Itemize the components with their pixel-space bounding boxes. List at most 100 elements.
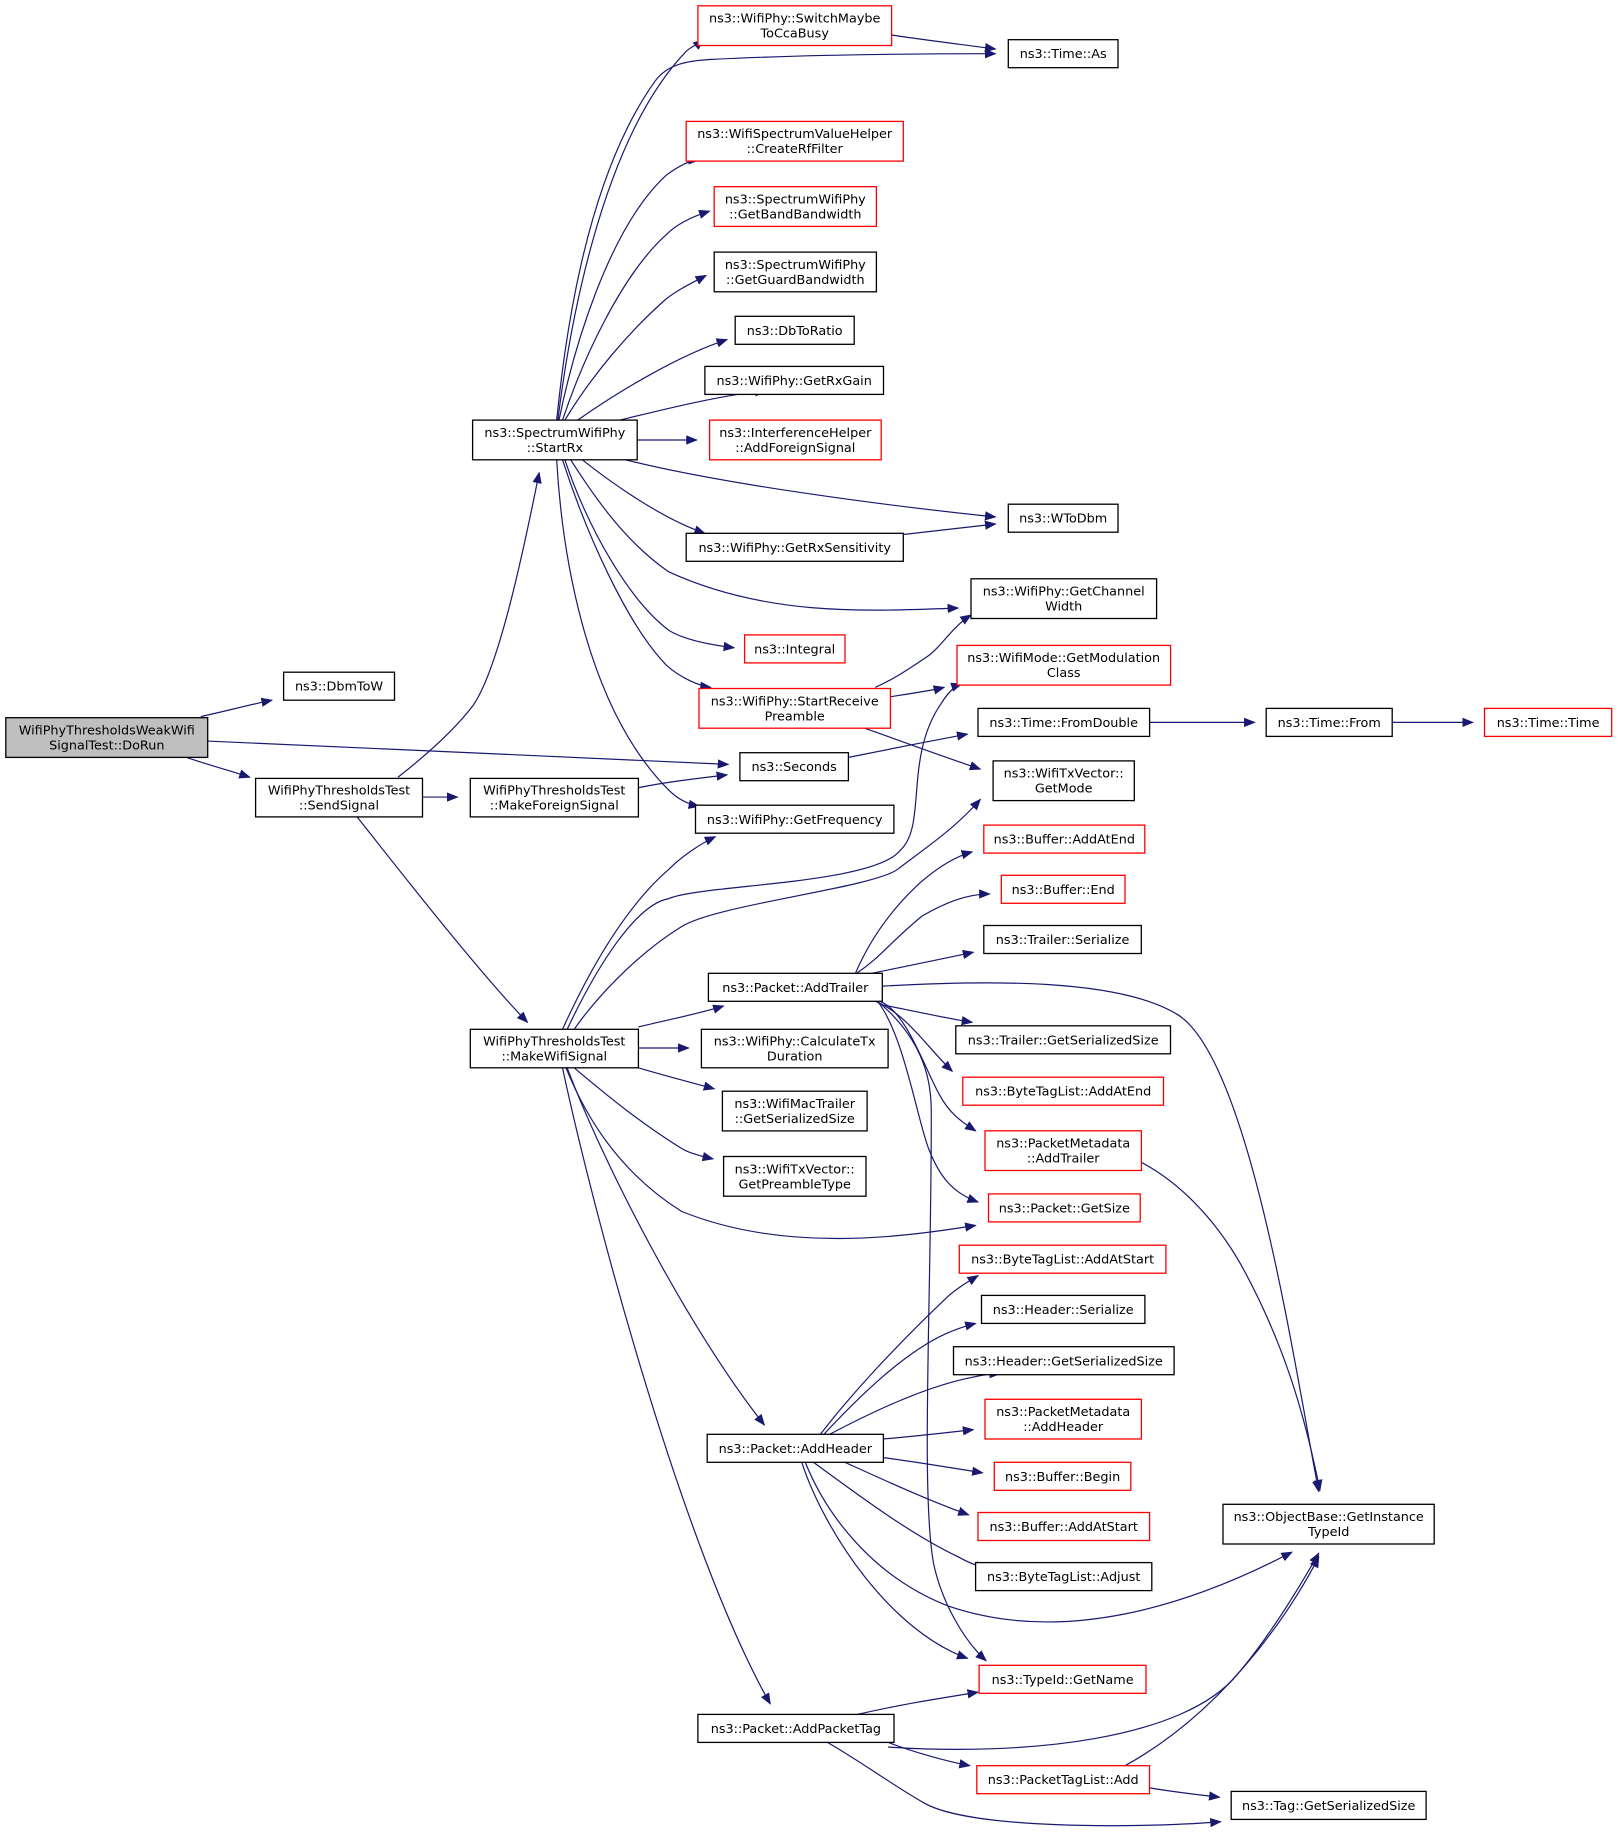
node-btlatstart[interactable]: ns3::ByteTagList::AddAtStart (958, 1244, 1167, 1274)
edge-addtrailer-to-typeidgetname (878, 1001, 988, 1662)
node-bufaddatstart[interactable]: ns3::Buffer::AddAtStart (977, 1511, 1151, 1542)
node-box (697, 5, 893, 47)
node-box (1000, 874, 1126, 904)
edge-startrx-to-timeas (557, 49, 997, 420)
node-pmaddtrailer[interactable]: ns3::PacketMetadata::AddTrailer (984, 1130, 1143, 1172)
edge-addheader-to-btlatstart (820, 1274, 979, 1435)
node-box (956, 644, 1172, 686)
node-makewifi[interactable]: WifiPhyThresholdsTest::MakeWifiSignal (469, 1028, 640, 1069)
node-seconds[interactable]: ns3::Seconds (739, 752, 850, 782)
node-getguardbw[interactable]: ns3::SpectrumWifiPhy::GetGuardBandwidth (713, 251, 878, 293)
edge-ptladd-to-getinstance (1125, 1555, 1319, 1766)
node-label-line: ns3::Time::Time (1497, 716, 1600, 731)
node-btladjust[interactable]: ns3::ByteTagList::Adjust (974, 1561, 1153, 1592)
node-startrx[interactable]: ns3::SpectrumWifiPhy::StartRx (471, 419, 638, 461)
node-label-line: ns3::Header::Serialize (993, 1303, 1134, 1318)
node-getfreq[interactable]: ns3::WifiPhy::GetFrequency (694, 804, 895, 834)
node-dbtoratio[interactable]: ns3::DbToRatio (734, 315, 855, 345)
node-wtodbm[interactable]: ns3::WToDbm (1007, 503, 1119, 533)
node-label-line: ns3::Integral (754, 642, 835, 657)
node-label-line: ns3::PacketMetadata (996, 1137, 1130, 1152)
node-box (987, 1193, 1141, 1223)
node-label-line: ns3::WifiMacTrailer (734, 1097, 855, 1112)
node-addtrailer[interactable]: ns3::Packet::AddTrailer (707, 972, 883, 1002)
node-getrxgain[interactable]: ns3::WifiPhy::GetRxGain (704, 365, 885, 396)
node-box (983, 824, 1146, 854)
node-headergss[interactable]: ns3::Header::GetSerializedSize (952, 1346, 1175, 1376)
node-makeforeign[interactable]: WifiPhyThresholdsTest::MakeForeignSignal (469, 777, 640, 818)
node-box (952, 1346, 1175, 1376)
node-label-line: ns3::DbToRatio (747, 324, 843, 339)
node-bufend[interactable]: ns3::Buffer::End (1000, 874, 1126, 904)
node-label-line: ::GetGuardBandwidth (726, 273, 865, 288)
node-timeas[interactable]: ns3::Time::As (1007, 39, 1119, 69)
node-box (984, 1130, 1143, 1172)
edge-addtrailer-to-bufend (857, 889, 991, 973)
node-typeidgetname[interactable]: ns3::TypeId::GetName (978, 1664, 1147, 1694)
node-label-line: Class (1047, 666, 1081, 681)
node-bufaddatend[interactable]: ns3::Buffer::AddAtEnd (983, 824, 1146, 854)
node-wifimactrailer[interactable]: ns3::WifiMacTrailer::GetSerializedSize (721, 1090, 868, 1132)
node-btlatend[interactable]: ns3::ByteTagList::AddAtEnd (962, 1076, 1165, 1106)
edge-addtrailer-to-getinstance (882, 983, 1322, 1493)
node-box (970, 578, 1158, 620)
node-box (694, 804, 895, 834)
node-trailerser[interactable]: ns3::Trailer::Serialize (983, 924, 1142, 955)
node-taggss[interactable]: ns3::Tag::GetSerializedSize (1230, 1790, 1427, 1821)
node-headerser[interactable]: ns3::Header::Serialize (980, 1294, 1146, 1325)
node-label-line: ns3::Buffer::Begin (1005, 1470, 1120, 1485)
edge-switchmaybe-to-timeas (892, 35, 997, 53)
call-edges (187, 35, 1474, 1828)
edge-addpackettag-to-typeidgetname (858, 1689, 980, 1714)
node-bufbegin[interactable]: ns3::Buffer::Begin (993, 1461, 1132, 1491)
node-box (992, 760, 1135, 802)
node-box (469, 1028, 640, 1069)
node-box (993, 1461, 1132, 1491)
node-label-line: ns3::Time::From (1278, 716, 1381, 731)
node-getpreamble[interactable]: ns3::WifiTxVector::GetPreambleType (722, 1155, 867, 1197)
node-createrf[interactable]: ns3::WifiSpectrumValueHelper::CreateRfFi… (685, 120, 904, 162)
node-sendsignal[interactable]: WifiPhyThresholdsTest::SendSignal (254, 777, 424, 818)
node-getmode[interactable]: ns3::WifiTxVector::GetMode (992, 760, 1135, 802)
node-getrxsens[interactable]: ns3::WifiPhy::GetRxSensitivity (685, 532, 904, 562)
node-label-line: ns3::WifiMode::GetModulation (967, 651, 1160, 666)
node-getbandbw[interactable]: ns3::SpectrumWifiPhy::GetBandBandwidth (713, 186, 878, 228)
node-label-line: Duration (767, 1050, 823, 1065)
node-pmaddheader[interactable]: ns3::PacketMetadata::AddHeader (984, 1398, 1143, 1440)
edge-root-to-sendsignal (187, 757, 251, 779)
node-dbmtow[interactable]: ns3::DbmToW (282, 671, 396, 701)
node-label-line: ns3::SpectrumWifiPhy (725, 258, 866, 273)
node-getsize[interactable]: ns3::Packet::GetSize (987, 1193, 1141, 1223)
node-label-line: ns3::Packet::GetSize (999, 1201, 1130, 1216)
node-box (958, 1244, 1167, 1274)
node-label-line: ns3::ObjectBase::GetInstance (1234, 1510, 1424, 1525)
node-box (962, 1076, 1165, 1106)
edge-makewifi-to-wifimactrailer (638, 1068, 716, 1091)
node-integral[interactable]: ns3::Integral (743, 634, 846, 664)
node-addpackettag[interactable]: ns3::Packet::AddPacketTag (697, 1713, 895, 1744)
edge-addheader-to-headergss (830, 1368, 1002, 1435)
node-trailergss[interactable]: ns3::Trailer::GetSerializedSize (955, 1025, 1172, 1055)
node-label-line: ::CreateRfFilter (747, 142, 844, 157)
node-addheader[interactable]: ns3::Packet::AddHeader (706, 1433, 885, 1463)
node-timetime[interactable]: ns3::Time::Time (1483, 707, 1613, 738)
node-label-line: SignalTest::DoRun (49, 739, 164, 754)
node-box (713, 251, 878, 293)
node-root[interactable]: WifiPhyThresholdsWeakWifiSignalTest::DoR… (5, 717, 209, 759)
node-label-line: ns3::Time::As (1020, 47, 1107, 62)
edge-root-to-seconds (208, 741, 730, 769)
node-addforeign[interactable]: ns3::InterferenceHelper::AddForeignSigna… (708, 419, 882, 461)
node-fromdouble[interactable]: ns3::Time::FromDouble (977, 707, 1151, 738)
node-box (980, 1294, 1146, 1325)
edge-startreceive-to-getmodclass (890, 685, 946, 696)
node-timefrom[interactable]: ns3::Time::From (1265, 707, 1393, 738)
node-label-line: ns3::WToDbm (1019, 512, 1107, 527)
edge-startrx-to-getguardbw (565, 275, 708, 420)
node-ptladd[interactable]: ns3::PacketTagList::Add (976, 1765, 1151, 1795)
